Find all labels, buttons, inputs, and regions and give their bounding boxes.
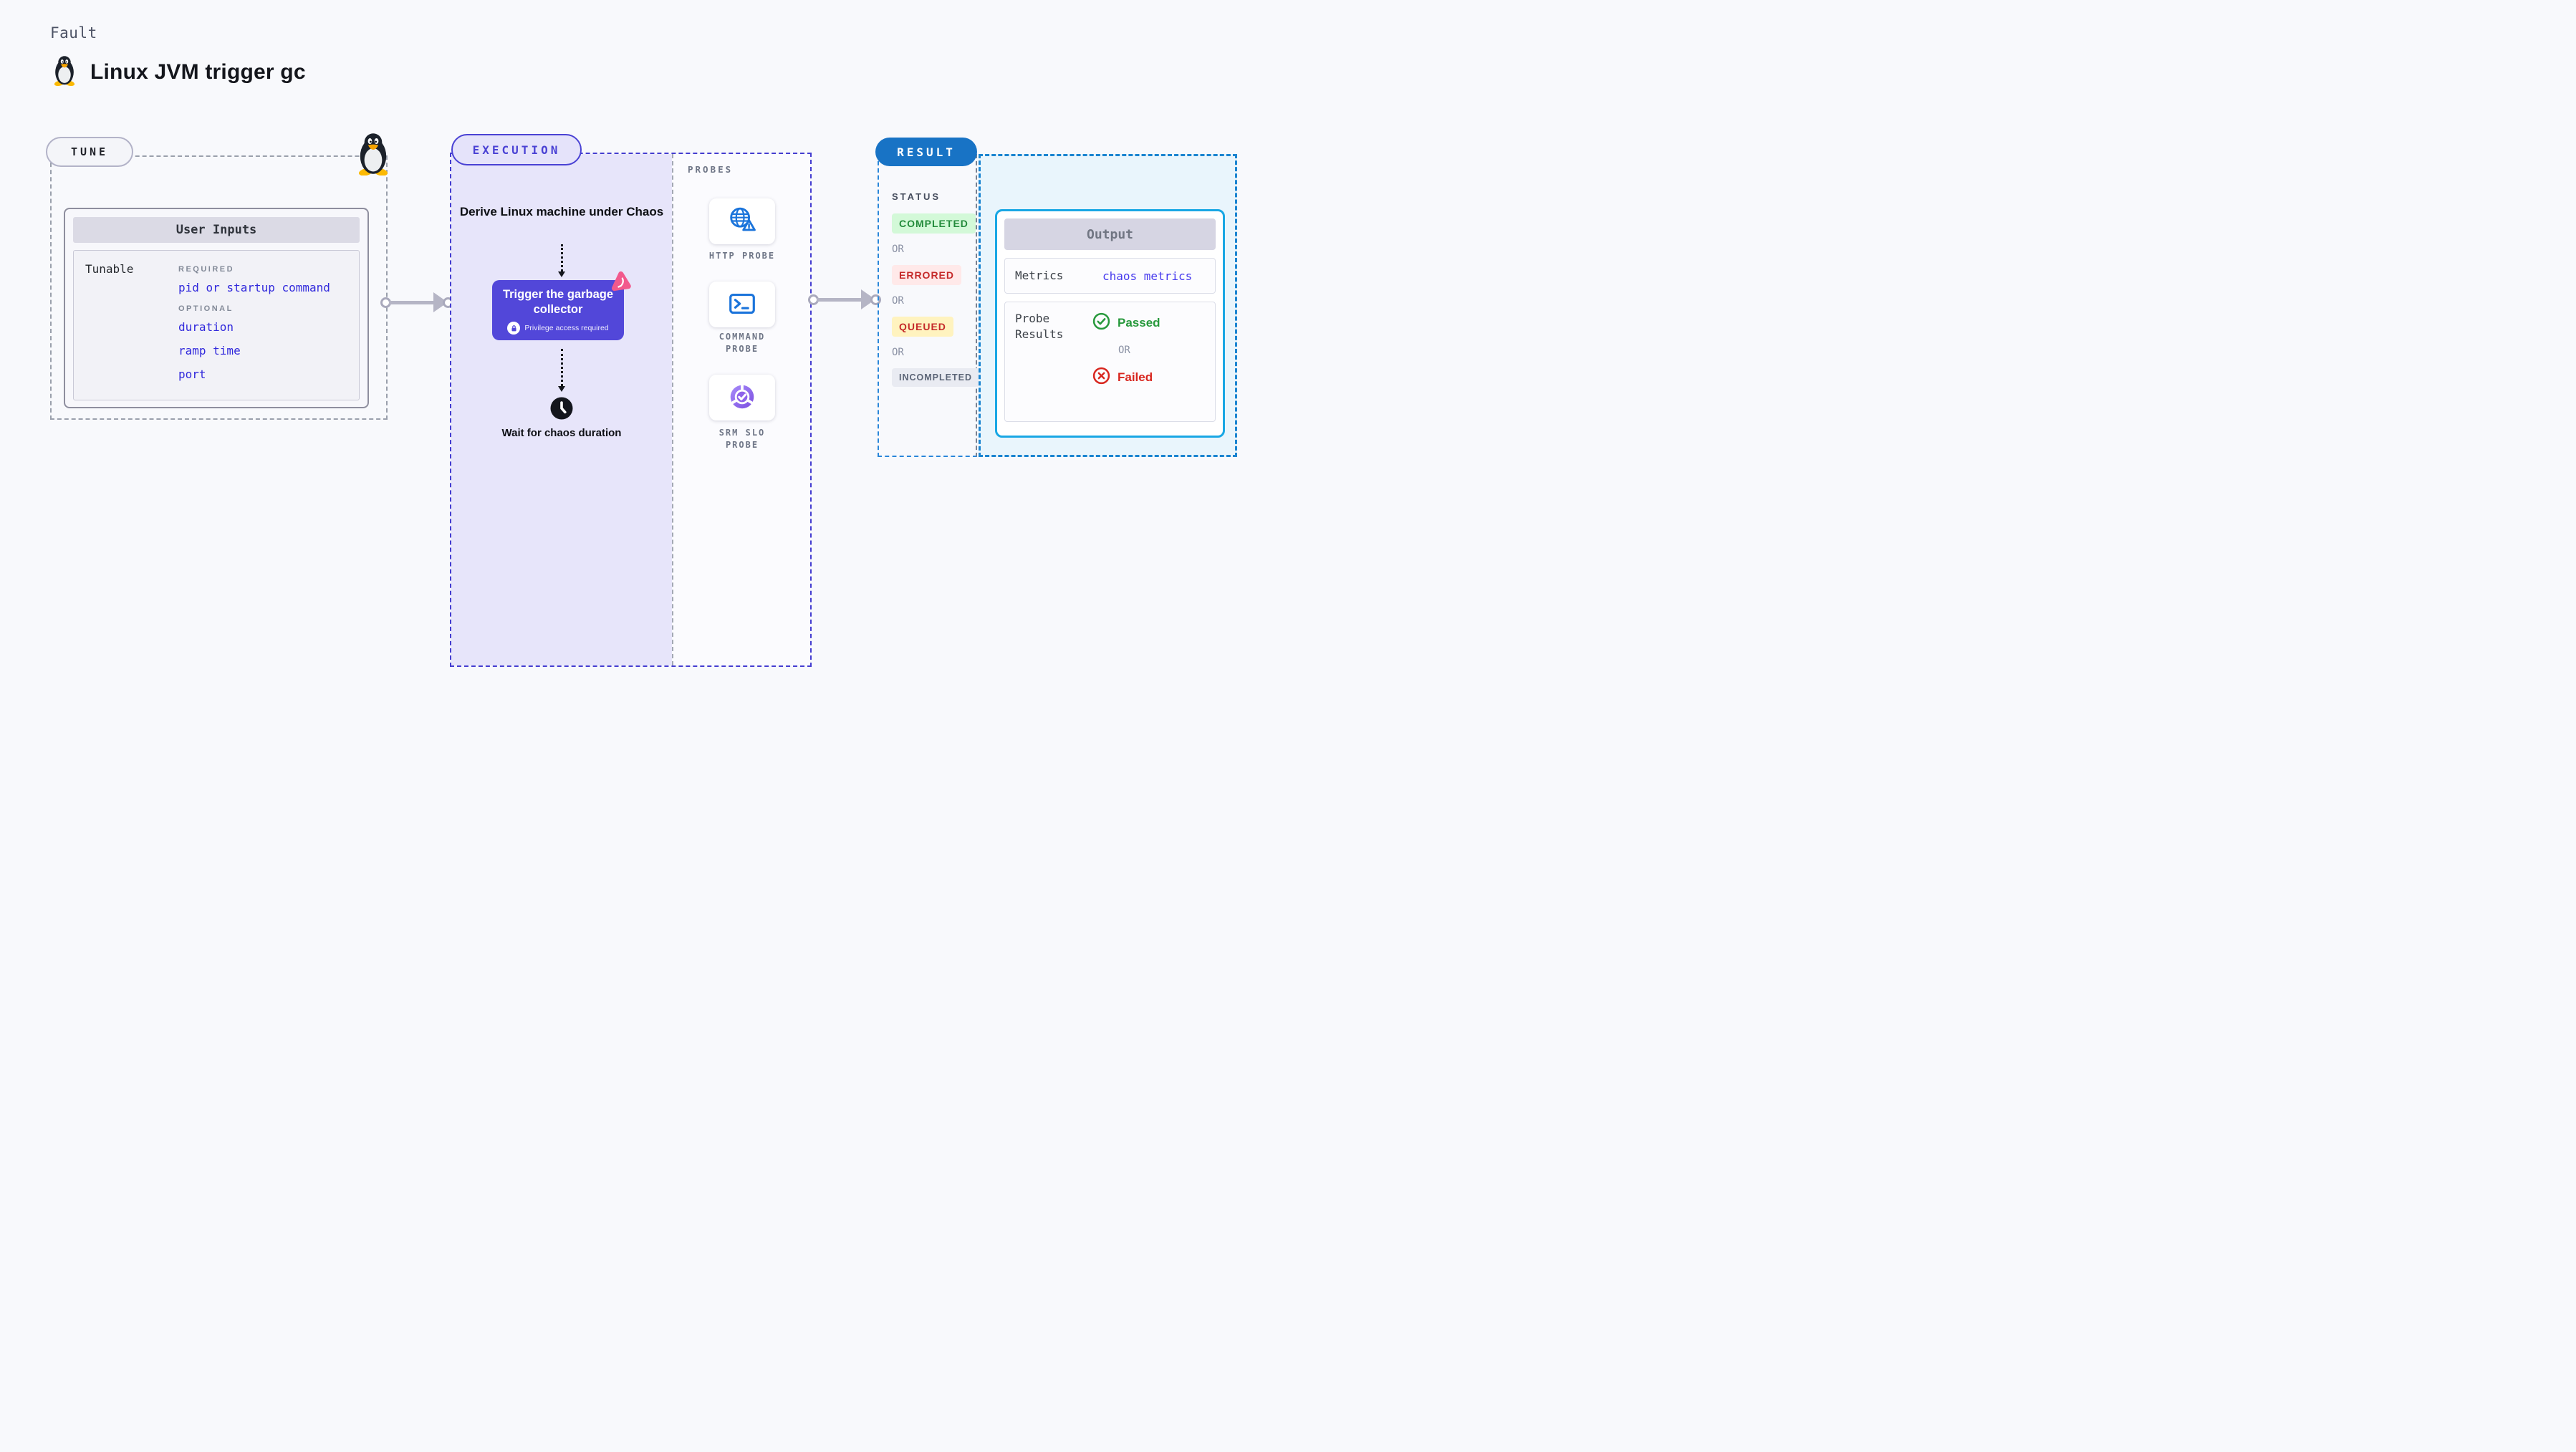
probe-result-states: Passed OR Failed	[1092, 311, 1160, 413]
srm-slo-probe-label: SRM SLO PROBE	[719, 428, 766, 451]
passed-state: Passed	[1092, 312, 1160, 334]
execution-to-result-arrow	[808, 287, 881, 312]
input-link-ramp-time[interactable]: ramp time	[178, 344, 241, 357]
probes-heading: PROBES	[688, 164, 734, 175]
probe-results-label: Probe Results	[1015, 312, 1064, 342]
metrics-label: Metrics	[1015, 268, 1064, 282]
status-badge-queued: QUEUED	[892, 317, 953, 337]
required-heading: REQUIRED	[178, 265, 235, 274]
trigger-gc-button[interactable]: Trigger the garbage collector Privilege …	[492, 271, 631, 340]
chaos-metrics-link[interactable]: chaos metrics	[1102, 269, 1193, 283]
srm-slo-probe-card[interactable]	[709, 375, 775, 420]
http-probe-label: HTTP PROBE	[708, 251, 776, 261]
pie-check-icon	[726, 380, 759, 415]
failed-state: Failed	[1092, 367, 1160, 388]
command-probe-label: COMMAND PROBE	[719, 332, 766, 355]
dotted-down-arrow	[554, 349, 569, 392]
input-link-pid-or-startup-command[interactable]: pid or startup command	[178, 281, 330, 294]
arrow-head	[861, 289, 875, 309]
fault-eyebrow: Fault	[50, 24, 97, 42]
status-list: COMPLETED OR ERRORED OR QUEUED OR INCOMP…	[892, 213, 979, 387]
fault-diagram: Fault Linux JVM trigger gc TUNE	[0, 0, 1288, 726]
tux-penguin-icon	[50, 54, 79, 90]
lock-icon	[507, 322, 521, 335]
user-inputs-body: Tunable REQUIRED pid or startup command …	[73, 250, 360, 400]
command-probe-card[interactable]	[709, 282, 775, 327]
chaos-icon	[610, 270, 634, 294]
wait-step-label: Wait for chaos duration	[501, 427, 622, 439]
terminal-icon	[726, 287, 759, 322]
http-probe-card[interactable]	[709, 198, 775, 244]
page-title: Linux JVM trigger gc	[90, 59, 306, 84]
probe-results-row: Probe Results Passed OR	[1004, 302, 1216, 422]
trigger-gc-label: Trigger the garbage collector	[502, 287, 614, 316]
or-separator: OR	[892, 295, 904, 307]
status-badge-completed: COMPLETED	[892, 213, 976, 234]
execution-flow-area: Derive Linux machine under Chaos Trigger…	[451, 154, 672, 665]
status-badge-errored: ERRORED	[892, 265, 962, 285]
or-separator: OR	[1118, 345, 1130, 356]
tux-penguin-icon	[355, 131, 392, 176]
execution-section: Derive Linux machine under Chaos Trigger…	[450, 153, 812, 667]
or-separator: OR	[892, 347, 904, 358]
clock-icon	[549, 396, 574, 420]
x-circle-icon	[1092, 367, 1110, 388]
status-panel: STATUS COMPLETED OR ERRORED OR QUEUED OR…	[878, 154, 979, 457]
output-header: Output	[1004, 218, 1216, 250]
arrow-head	[433, 292, 448, 312]
metrics-row: Metrics chaos metrics	[1004, 258, 1216, 294]
passed-label: Passed	[1118, 316, 1160, 330]
derive-step-label: Derive Linux machine under Chaos	[459, 205, 664, 218]
probes-panel: PROBES HTTP PROBE COMMA	[672, 154, 810, 665]
tunable-fields: REQUIRED pid or startup command OPTIONAL…	[178, 262, 347, 388]
tune-pill: TUNE	[46, 137, 133, 167]
result-pill: RESULT	[875, 138, 977, 166]
check-circle-icon	[1092, 312, 1110, 334]
globe-alert-icon	[726, 204, 759, 239]
input-link-duration[interactable]: duration	[178, 320, 234, 334]
failed-label: Failed	[1118, 370, 1153, 384]
or-separator: OR	[892, 244, 904, 255]
privilege-note-text: Privilege access required	[524, 324, 609, 333]
user-inputs-header: User Inputs	[73, 217, 360, 243]
output-panel: Output Metrics chaos metrics Probe Resul…	[979, 154, 1237, 457]
status-badge-incompleted: INCOMPLETED	[892, 368, 979, 387]
tune-to-execution-arrow	[380, 289, 453, 315]
execution-pill: EXECUTION	[451, 134, 582, 165]
output-card: Output Metrics chaos metrics Probe Resul…	[995, 209, 1225, 438]
tunable-label: Tunable	[85, 262, 134, 276]
tune-section	[50, 155, 388, 420]
arrow-line	[817, 297, 861, 302]
status-heading: STATUS	[892, 191, 941, 202]
dotted-down-arrow	[554, 244, 569, 277]
arrow-line	[389, 300, 433, 304]
optional-heading: OPTIONAL	[178, 304, 234, 313]
privilege-note: Privilege access required	[496, 322, 620, 335]
user-inputs-card: User Inputs Tunable REQUIRED pid or star…	[64, 208, 369, 408]
page-header: Linux JVM trigger gc	[50, 54, 306, 90]
input-link-port[interactable]: port	[178, 367, 206, 381]
